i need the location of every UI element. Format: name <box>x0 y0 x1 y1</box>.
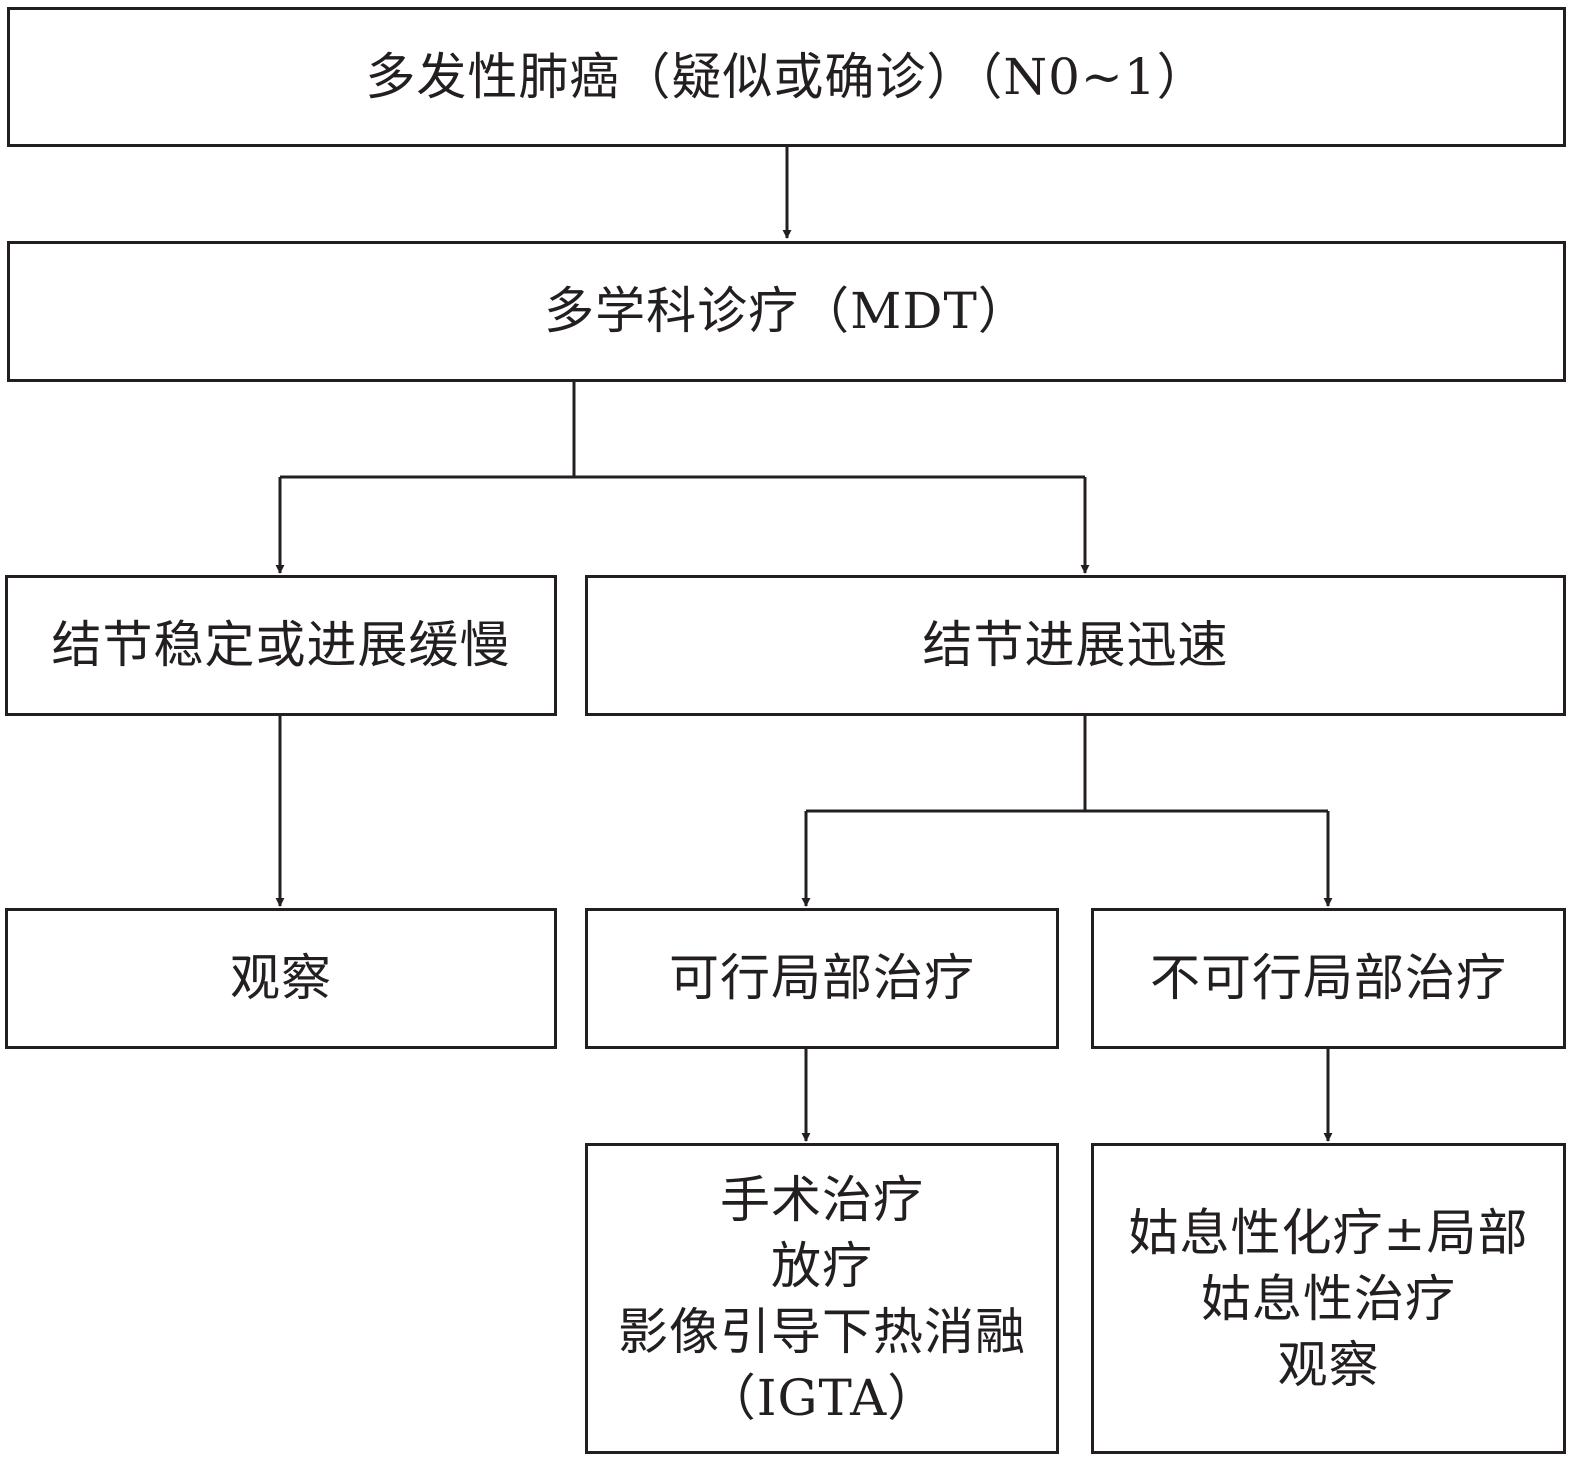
treatment-no-line: 观察 <box>1277 1335 1380 1394</box>
node-stable-label: 结节稳定或进展缓慢 <box>51 616 511 674</box>
node-local-ok-label: 可行局部治疗 <box>669 949 975 1007</box>
node-treatment-ok: 手术治疗 放疗 影像引导下热消融 （IGTA） <box>585 1143 1059 1454</box>
node-rapid-label: 结节进展迅速 <box>922 616 1229 674</box>
node-mdt-label: 多学科诊疗（MDT） <box>544 282 1029 340</box>
treatment-no-line: 姑息性化疗±局部 <box>1128 1203 1529 1262</box>
node-root-label: 多发性肺癌（疑似或确诊）（N0~1） <box>365 47 1208 106</box>
treatment-ok-line: （IGTA） <box>705 1368 939 1427</box>
node-observe: 观察 <box>5 908 557 1049</box>
node-treatment-no: 姑息性化疗±局部 姑息性治疗 观察 <box>1091 1143 1566 1454</box>
node-stable: 结节稳定或进展缓慢 <box>5 575 557 716</box>
node-rapid: 结节进展迅速 <box>585 575 1566 716</box>
treatment-ok-line: 手术治疗 <box>720 1170 924 1229</box>
node-mdt: 多学科诊疗（MDT） <box>7 241 1566 382</box>
node-local-no: 不可行局部治疗 <box>1091 908 1566 1049</box>
node-observe-label: 观察 <box>230 949 332 1007</box>
treatment-no-line: 姑息性治疗 <box>1201 1269 1456 1328</box>
node-local-ok: 可行局部治疗 <box>585 908 1059 1049</box>
treatment-ok-line: 放疗 <box>771 1236 873 1295</box>
treatment-ok-line: 影像引导下热消融 <box>618 1302 1026 1361</box>
node-root: 多发性肺癌（疑似或确诊）（N0~1） <box>7 7 1566 147</box>
node-local-no-label: 不可行局部治疗 <box>1150 949 1507 1007</box>
